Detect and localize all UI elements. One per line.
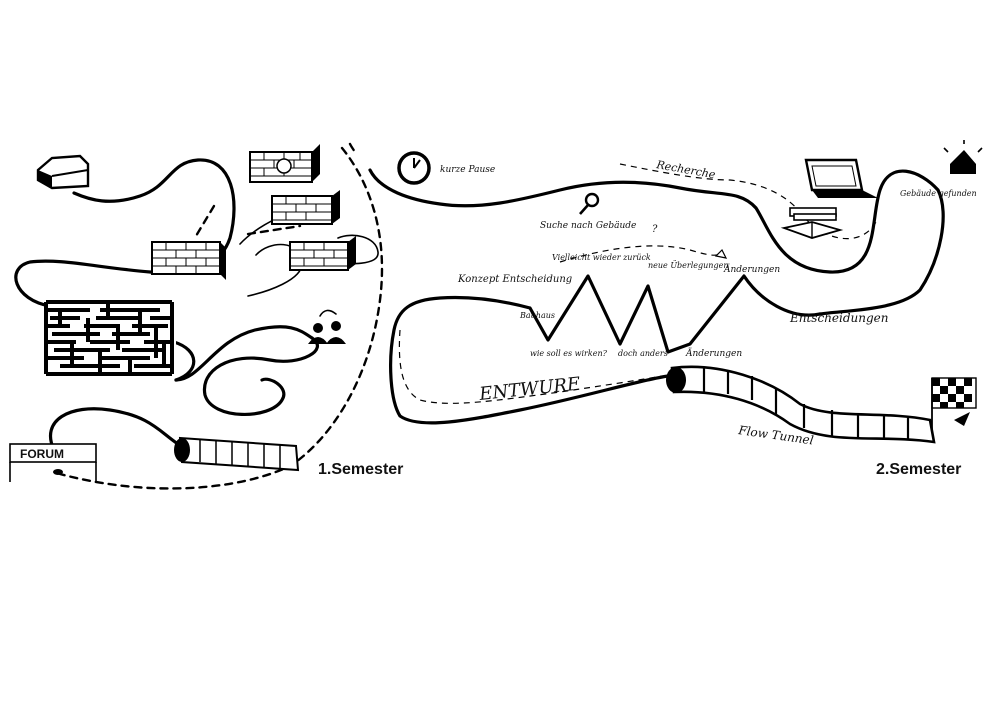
house-outline-icon: [36, 154, 90, 190]
path-recherche: [368, 168, 945, 316]
semester-2-label: 2.Semester: [876, 461, 961, 478]
dashed-link: [194, 204, 216, 238]
forum-sign: FORUM: [9, 443, 97, 482]
path-to-tunnel: [48, 407, 180, 452]
brick-wall-icon: [249, 144, 320, 183]
magnifying-glass-icon: [579, 192, 600, 215]
path-people-loop: [202, 336, 319, 417]
dashed-link-2: [246, 224, 302, 236]
path-entwurf: [389, 274, 822, 425]
konzept-label: Konzept Entscheidung: [457, 274, 572, 285]
dashed-idea-path: [559, 245, 721, 263]
kurze-pause-label: kurze Pause: [440, 165, 495, 175]
brick-wall-icon: [289, 236, 356, 271]
dashed-divider: [348, 142, 358, 156]
dashed-path-recherche: [619, 163, 877, 240]
tunnel-icon: [174, 436, 300, 472]
aenderungen-bottom-label: Änderungen: [685, 347, 742, 359]
finish-flag-icon: [931, 377, 977, 430]
dashed-path-entwurf: [398, 329, 663, 404]
neue-ueberlegungen-label: neue Überlegungen: [648, 261, 728, 270]
vielleicht-label: Vielleicht wieder zurück: [552, 253, 651, 262]
path-semester-1: [14, 158, 236, 308]
semester-1-label: 1.Semester: [318, 461, 403, 478]
wie-soll-label: wie soll es wirken?: [530, 349, 608, 358]
laptop-icon: [804, 158, 878, 198]
brick-wall-icon: [151, 241, 226, 280]
gebaeude-gefunden-label: Gebäude gefunden: [900, 189, 977, 198]
dashed-path-semester-1: [58, 146, 384, 490]
doch-anders-label: doch anders: [618, 349, 668, 358]
books-icon: [780, 207, 844, 239]
clock-icon: [397, 151, 431, 185]
bauhaus-label: Bauhaus: [519, 311, 555, 320]
recherche-label: Recherche: [654, 158, 716, 181]
suche-nach-gebaeude-label: Suche nach Gebäude: [540, 221, 636, 231]
maze-icon: [44, 298, 176, 376]
brick-wall-icon: [271, 190, 340, 225]
people-talking-icon: [308, 309, 346, 344]
forum-label: FORUM: [20, 447, 64, 461]
path-to-people: [174, 325, 314, 382]
entscheidungen-label: Entscheidungen: [789, 311, 889, 325]
aenderungen-top-label: Änderungen: [723, 263, 780, 275]
house-filled-icon: [943, 140, 983, 174]
flow-tunnel-icon: [666, 365, 936, 444]
path-maze-exit: [172, 340, 196, 382]
question-mark-label: ?: [652, 224, 658, 235]
